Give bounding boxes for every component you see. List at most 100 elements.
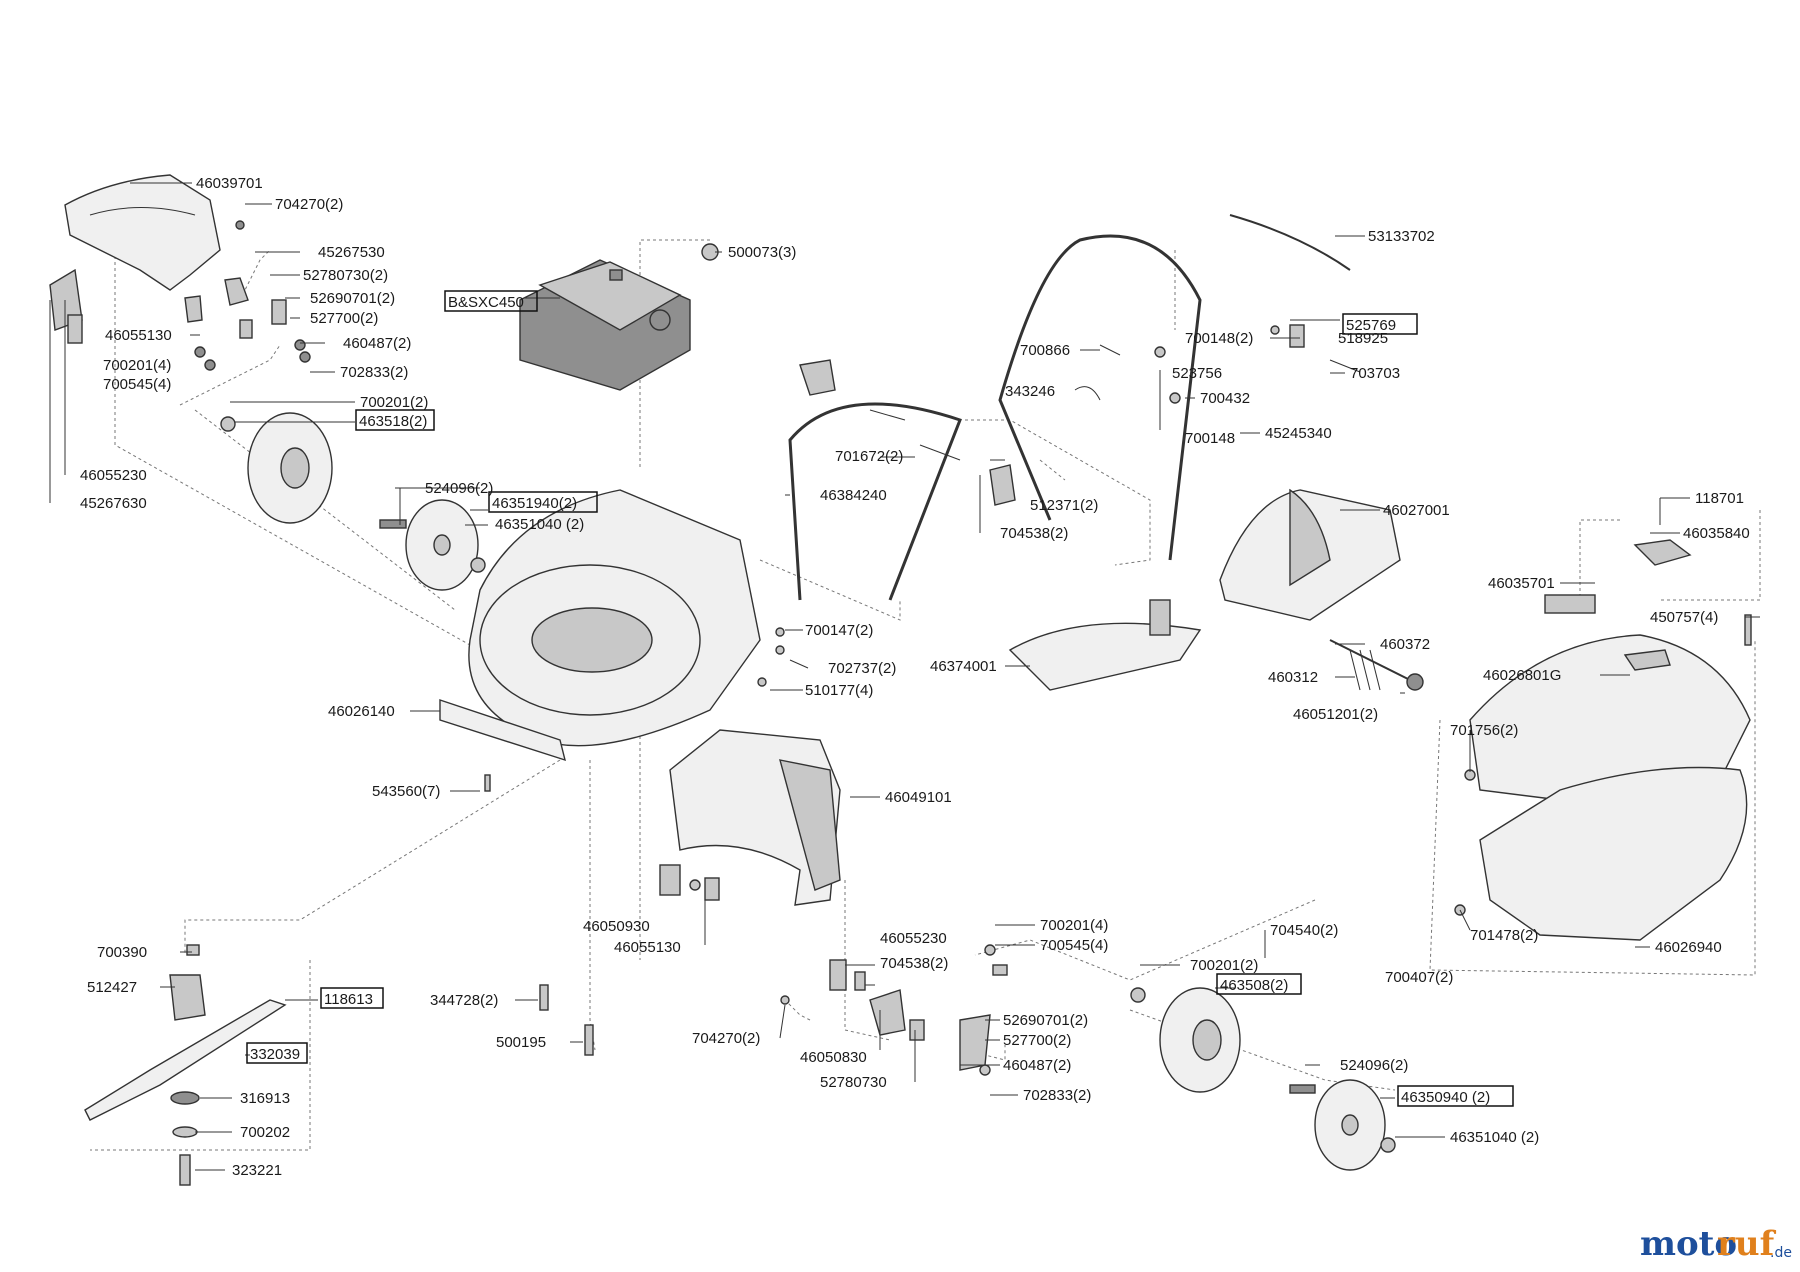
label-46026940: 46026940 — [1655, 939, 1722, 956]
motoruf-logo: moto ruf .de — [1640, 1224, 1792, 1264]
label-46055230-bot: 46055230 — [880, 930, 947, 947]
label-700432: 700432 — [1200, 390, 1250, 407]
label-702833-2-top: 702833(2) — [340, 364, 408, 381]
label-704270-2-bot: 704270(2) — [692, 1030, 760, 1047]
label-45245340: 45245340 — [1265, 425, 1332, 442]
label-46351940-2: 46351940(2) — [492, 495, 577, 512]
label-460372: 460372 — [1380, 636, 1430, 653]
label-46035701: 46035701 — [1488, 575, 1555, 592]
label-463508-2: 463508(2) — [1220, 977, 1288, 994]
grass-bag-lid — [1219, 488, 1401, 621]
parts — [49, 174, 1752, 1186]
label-700201-2-top: 700201(2) — [360, 394, 428, 411]
label-701756-2: 701756(2) — [1450, 722, 1518, 739]
label-463518-2: 463518(2) — [359, 413, 427, 430]
label-543560-7: 543560(7) — [372, 783, 440, 800]
label-700202: 700202 — [240, 1124, 290, 1141]
label-46351040-2-bot: 46351040 (2) — [1450, 1129, 1539, 1146]
label-523756: 523756 — [1172, 365, 1222, 382]
label-46055230-top: 46055230 — [80, 467, 147, 484]
label-52780730-bot: 52780730 — [820, 1074, 887, 1091]
label-frames — [246, 290, 1514, 1107]
label-518925: 518925 — [1338, 330, 1388, 347]
label-46049101: 46049101 — [885, 789, 952, 806]
hubcap-left — [379, 499, 486, 591]
label-46026140: 46026140 — [328, 703, 395, 720]
label-700201-4-top: 700201(4) — [103, 357, 171, 374]
label-450757-4: 450757(4) — [1650, 609, 1718, 626]
label-46055130-top: 46055130 — [105, 327, 172, 344]
label-332039: 332039 — [250, 1046, 300, 1063]
label-704538-2-mid: 704538(2) — [1000, 525, 1068, 542]
label-701478-2: 701478(2) — [1470, 927, 1538, 944]
grass-bag — [1469, 539, 1751, 941]
label-512427: 512427 — [87, 979, 137, 996]
label-316913: 316913 — [240, 1090, 290, 1107]
svg-text:moto: moto — [1640, 1224, 1737, 1264]
rear-flap-cover — [64, 174, 221, 291]
label-704538-2-bot: 704538(2) — [880, 955, 948, 972]
svg-text:ruf: ruf — [1717, 1224, 1777, 1264]
label-700407-2: 700407(2) — [1385, 969, 1453, 986]
label-344728-2: 344728(2) — [430, 992, 498, 1009]
svg-text:.de: .de — [1770, 1245, 1792, 1261]
left-plate — [67, 314, 83, 344]
label-46051201-2: 46051201(2) — [1293, 706, 1378, 723]
label-460312: 460312 — [1268, 669, 1318, 686]
label-500073-3: 500073(3) — [728, 244, 796, 261]
mower-deck — [439, 489, 761, 762]
label-700390: 700390 — [97, 944, 147, 961]
wheel-rear-left — [220, 412, 333, 524]
label-343246: 343246 — [1005, 383, 1055, 400]
label-46050930: 46050930 — [583, 918, 650, 935]
label-702737-2: 702737(2) — [828, 660, 896, 677]
label-46350940-2: 46350940 (2) — [1401, 1089, 1490, 1106]
grass-chute — [669, 729, 841, 906]
label-500195: 500195 — [496, 1034, 546, 1051]
label-46039701: 46039701 — [196, 175, 263, 192]
label-700545-4-bot: 700545(4) — [1040, 937, 1108, 954]
label-52690701-2-bot: 52690701(2) — [1003, 1012, 1088, 1029]
label-46055130-bot: 46055130 — [614, 939, 681, 956]
label-118613: 118613 — [324, 991, 373, 1008]
label-510177-4: 510177(4) — [805, 682, 873, 699]
wheel-front-right — [1130, 987, 1241, 1093]
label-512371-2: 512371(2) — [1030, 497, 1098, 514]
label-700866: 700866 — [1020, 342, 1070, 359]
label-704270-2-top: 704270(2) — [275, 196, 343, 213]
label-460487-2-bot: 460487(2) — [1003, 1057, 1071, 1074]
label-524096-2-bot: 524096(2) — [1340, 1057, 1408, 1074]
part-labels: 46039701 704270(2) 45267530 52780730(2) … — [80, 175, 1750, 1179]
label-46384240: 46384240 — [820, 487, 887, 504]
label-700147-2: 700147(2) — [805, 622, 873, 639]
label-323221: 323221 — [232, 1162, 282, 1179]
label-700545-4-top: 700545(4) — [103, 376, 171, 393]
upper-handle — [998, 234, 1202, 561]
label-46050830: 46050830 — [800, 1049, 867, 1066]
leader-lines — [49, 182, 1760, 1171]
label-46374001: 46374001 — [930, 658, 997, 675]
label-46026801g: 46026801G — [1483, 667, 1561, 684]
hubcap-right — [1289, 1079, 1396, 1171]
label-46035840: 46035840 — [1683, 525, 1750, 542]
label-46351040-2-top: 46351040 (2) — [495, 516, 584, 533]
label-53133702: 53133702 — [1368, 228, 1435, 245]
label-46027001: 46027001 — [1383, 502, 1450, 519]
label-701672-2: 701672(2) — [835, 448, 903, 465]
label-52780730-2-top: 52780730(2) — [303, 267, 388, 284]
mulch-plug — [1008, 622, 1202, 691]
lower-handle — [788, 402, 962, 601]
label-702833-2-bot: 702833(2) — [1023, 1087, 1091, 1104]
label-527700-2-bot: 527700(2) — [1003, 1032, 1071, 1049]
label-527700-2-top: 527700(2) — [310, 310, 378, 327]
engine — [519, 259, 691, 391]
label-703703: 703703 — [1350, 365, 1400, 382]
label-118701: 118701 — [1695, 490, 1744, 507]
label-700201-2-bot: 700201(2) — [1190, 957, 1258, 974]
label-45267530: 45267530 — [318, 244, 385, 261]
label-700148-2: 700148(2) — [1185, 330, 1253, 347]
label-bsxc450: B&SXC450 — [448, 294, 524, 311]
label-524096-2-top: 524096(2) — [425, 480, 493, 497]
blade-assembly — [84, 944, 287, 1186]
